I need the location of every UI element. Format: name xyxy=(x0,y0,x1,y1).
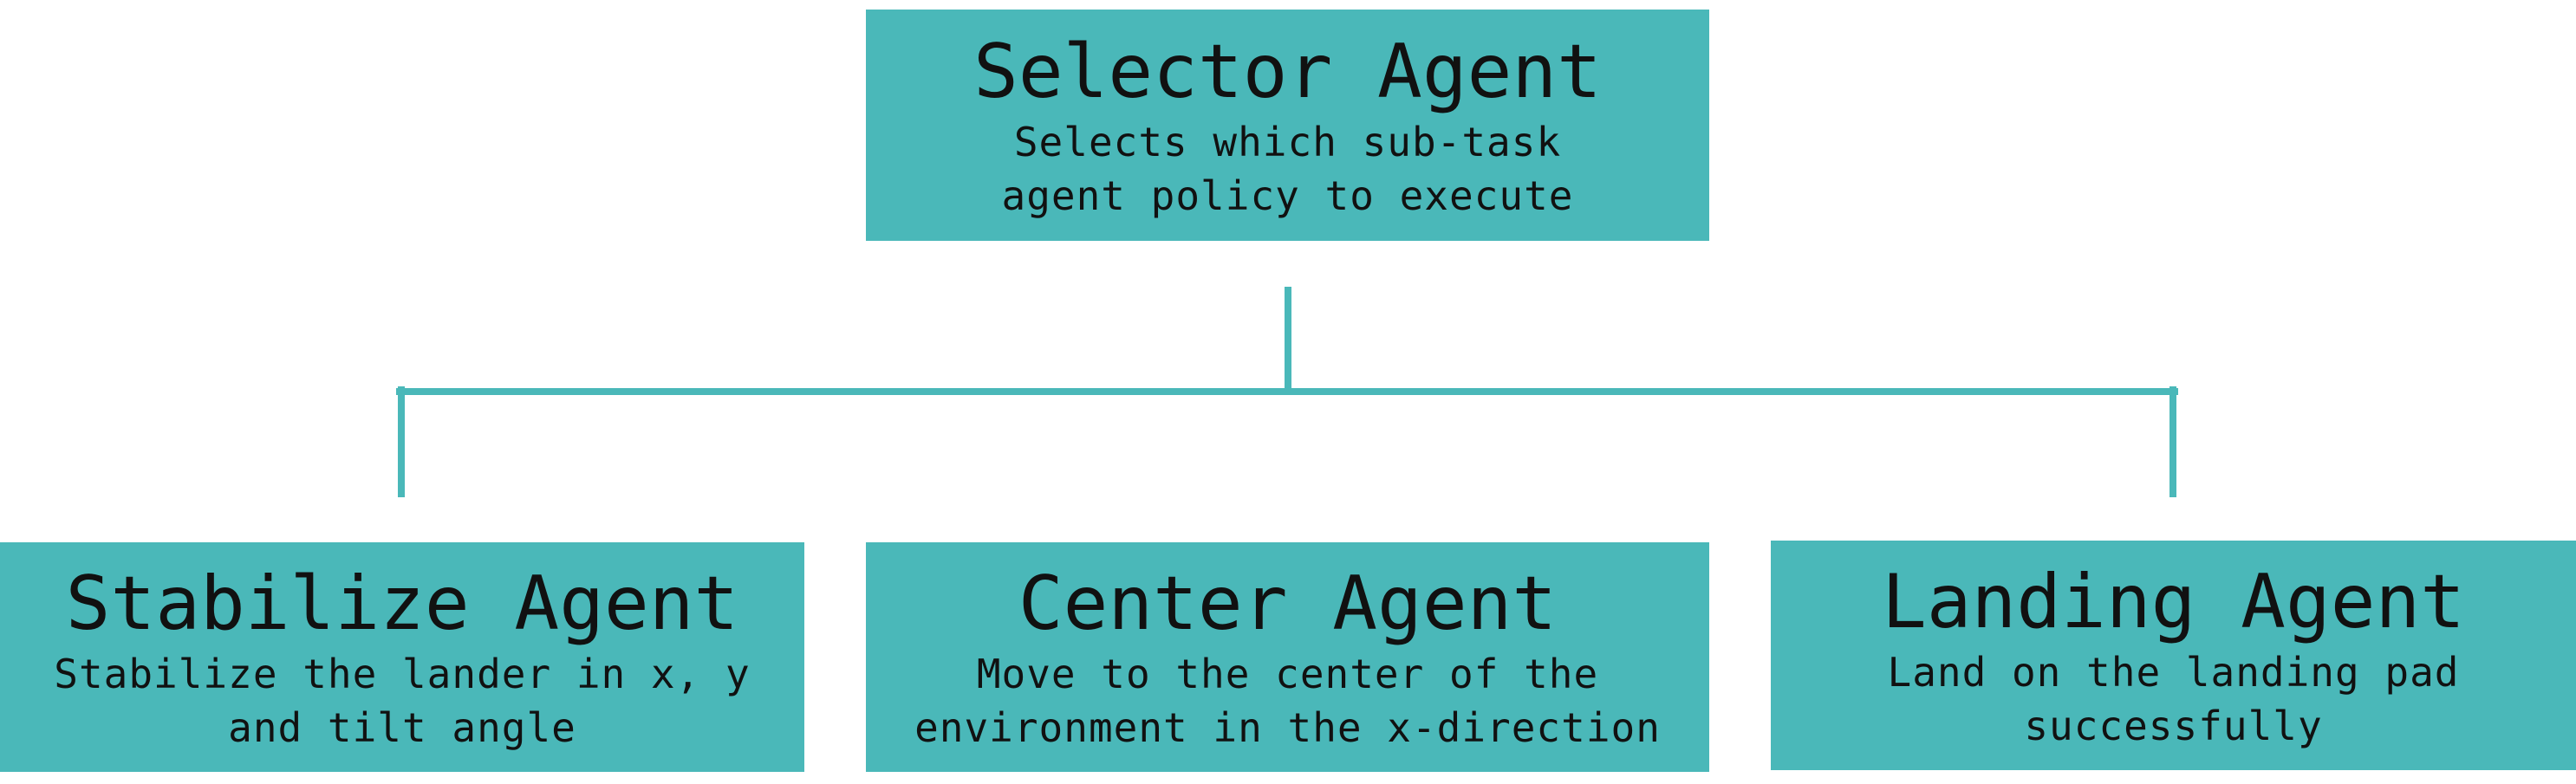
landing-agent-title: Landing Agent xyxy=(1881,558,2466,645)
center-agent-description-line-1: Move to the center of the xyxy=(976,650,1599,697)
landing-agent-description-line-1: Land on the landing pad xyxy=(1887,648,2460,696)
stabilize-agent-node: Stabilize Agent Stabilize the lander in … xyxy=(0,542,804,772)
stabilize-agent-description-line-1: Stabilize the lander in x, y xyxy=(54,650,751,697)
center-agent-title: Center Agent xyxy=(1018,560,1558,647)
center-agent-description-line-2: environment in the x-direction xyxy=(914,703,1661,751)
selector-agent-title: Selector Agent xyxy=(973,28,1602,115)
landing-agent-description-line-2: successfully xyxy=(2024,702,2323,749)
stabilize-agent-title: Stabilize Agent xyxy=(65,560,739,647)
center-agent-node: Center Agent Move to the center of the e… xyxy=(866,542,1709,772)
landing-agent-node: Landing Agent Land on the landing pad su… xyxy=(1771,541,2576,770)
selector-agent-description-line-2: agent policy to execute xyxy=(1001,172,1574,219)
selector-agent-description-line-1: Selects which sub-task xyxy=(1013,118,1562,165)
selector-agent-node: Selector Agent Selects which sub-task ag… xyxy=(866,10,1709,241)
stabilize-agent-description-line-2: and tilt angle xyxy=(228,703,576,751)
